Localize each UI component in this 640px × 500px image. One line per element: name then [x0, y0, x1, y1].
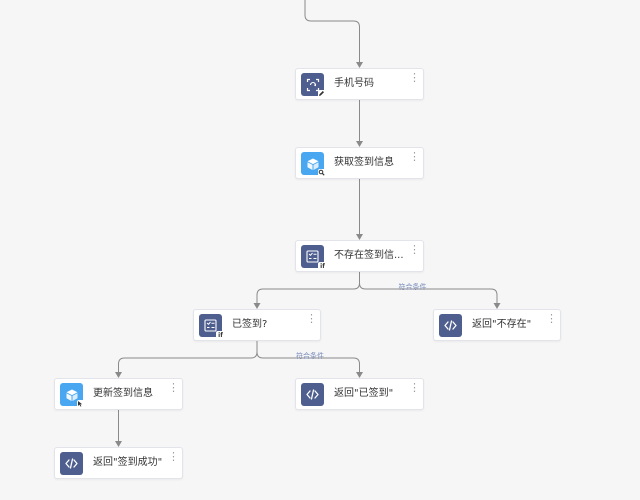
edge-arrow [115, 441, 122, 447]
node-label: 返回"不存在" [472, 319, 532, 330]
if-badge-icon: if [216, 331, 225, 340]
if-badge-icon: if [318, 262, 327, 271]
flow-node-n-ret-signed[interactable]: 返回"已签到" ⋮ [295, 378, 424, 410]
condition-label: 符合条件 [296, 352, 324, 360]
code-icon [60, 452, 83, 475]
more-menu-icon[interactable]: ⋮ [409, 243, 420, 256]
node-label: 手机号码 [334, 78, 374, 89]
edge-arrow [493, 303, 501, 309]
flow-node-n-phone[interactable]: 手机号码 ⋮ [295, 68, 424, 100]
condition-label: 符合条件 [398, 283, 427, 291]
search-badge-icon [318, 169, 327, 178]
edge-n-cond1-to-n-ret-nonexist [359, 272, 498, 308]
edge-arrow [356, 372, 363, 378]
node-label: 获取签到信息 [334, 157, 394, 168]
condition-icon: if [301, 245, 327, 271]
more-menu-icon[interactable]: ⋮ [409, 381, 420, 394]
edge-n-cond2-to-n-update [118, 341, 258, 377]
pencil-badge-icon [318, 90, 327, 99]
code-icon [439, 314, 462, 337]
node-label: 更新签到信息 [93, 388, 153, 399]
edge-n-cond1-to-n-cond2 [256, 272, 360, 308]
edge-arrow [253, 303, 261, 309]
flow-node-n-update[interactable]: 更新签到信息 ⋮ [54, 378, 183, 410]
cube-icon [301, 152, 327, 178]
edge-arrow [356, 234, 363, 240]
edge-arrow [356, 62, 363, 68]
incoming-edge [304, 0, 360, 67]
cursor-badge-icon [77, 400, 86, 409]
flow-node-n-cond1[interactable]: if 不存在签到信... ⋮ [295, 240, 424, 272]
node-label: 返回"已签到" [334, 388, 394, 399]
more-menu-icon[interactable]: ⋮ [168, 381, 179, 394]
condition-icon: if [199, 314, 225, 340]
node-label: 不存在签到信... [334, 250, 404, 261]
flow-node-n-ret-nonexist[interactable]: 返回"不存在" ⋮ [433, 309, 561, 341]
edge-n-cond2-to-n-ret-signed [256, 341, 360, 377]
more-menu-icon[interactable]: ⋮ [168, 450, 179, 463]
more-menu-icon[interactable]: ⋮ [409, 150, 420, 163]
flow-node-n-cond2[interactable]: if 已签到? ⋮ [193, 309, 321, 341]
node-label: 返回"签到成功" [93, 457, 163, 468]
data-capture-icon [301, 73, 327, 99]
code-icon [301, 383, 324, 406]
flow-node-n-ret-success[interactable]: 返回"签到成功" ⋮ [54, 447, 183, 479]
more-menu-icon[interactable]: ⋮ [546, 312, 557, 325]
more-menu-icon[interactable]: ⋮ [409, 71, 420, 84]
edge-arrow [356, 141, 363, 147]
node-label: 已签到? [232, 319, 268, 330]
more-menu-icon[interactable]: ⋮ [306, 312, 317, 325]
flow-node-n-fetch[interactable]: 获取签到信息 ⋮ [295, 147, 424, 179]
edge-arrow [115, 372, 122, 378]
cube-icon [60, 383, 86, 409]
